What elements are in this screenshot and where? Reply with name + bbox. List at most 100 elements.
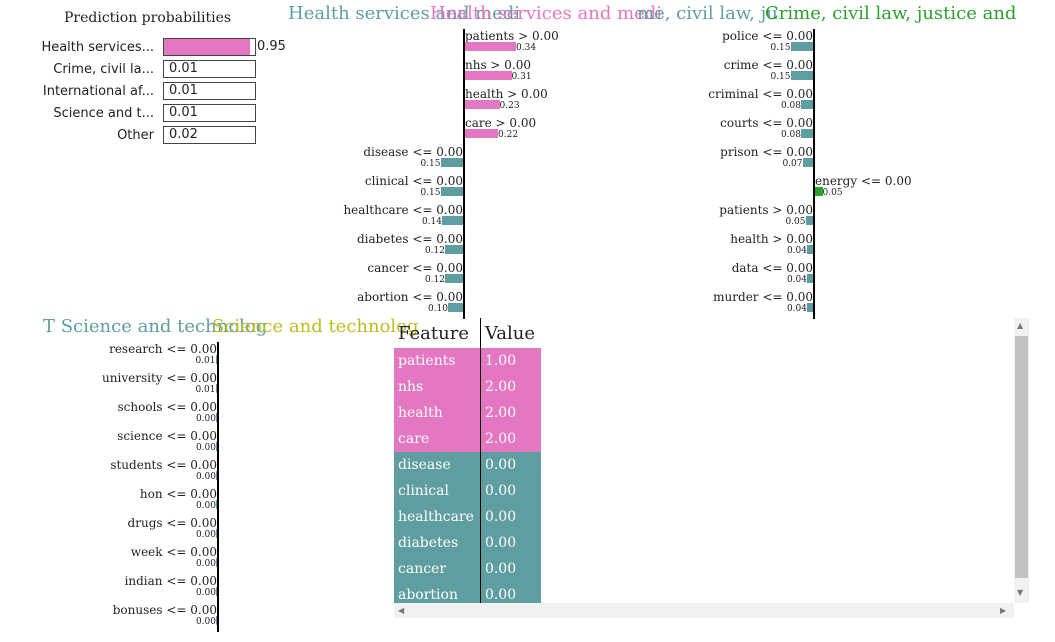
- probability-value: 0.01: [169, 83, 198, 98]
- probability-bar: [163, 126, 256, 144]
- probability-row: Health services... 0.95: [0, 38, 300, 58]
- feature-weight: 0.34: [516, 43, 537, 53]
- feature-label: health > 0.00: [465, 87, 548, 101]
- scroll-left-arrow-icon[interactable]: ◀: [398, 606, 405, 615]
- table-cell-feature: abortion: [398, 587, 458, 603]
- vertical-scrollbar[interactable]: ▲ ▼: [1014, 318, 1029, 603]
- feature-bar: [801, 129, 813, 138]
- feature-bar: [440, 187, 463, 196]
- feature-bar: [807, 274, 813, 283]
- table-cell-feature: healthcare: [398, 509, 474, 525]
- feature-bar: [445, 245, 463, 254]
- feature-weight: 0.22: [498, 130, 519, 140]
- probability-label: Health services...: [41, 40, 154, 55]
- feature-bar: [805, 216, 813, 225]
- feature-weight: 0.00: [195, 443, 216, 453]
- feature-label: university <= 0.00: [102, 371, 217, 385]
- feature-bar: [465, 100, 500, 109]
- probability-row: International af... 0.01: [0, 82, 300, 102]
- probability-label: International af...: [42, 84, 154, 99]
- feature-weight: 0.15: [420, 159, 441, 169]
- table-cell-value: 1.00: [479, 348, 542, 374]
- feature-weight: 0.00: [195, 617, 216, 627]
- feature-label: murder <= 0.00: [713, 290, 813, 304]
- table-cell-value: 2.00: [479, 374, 542, 400]
- table-header-value: Value: [479, 318, 542, 348]
- probability-value: 0.95: [257, 39, 286, 54]
- feature-weight: 0.07: [782, 159, 803, 169]
- probability-row: Crime, civil la...0.01: [0, 60, 300, 80]
- probability-value: 0.01: [169, 105, 198, 120]
- probability-bar: [163, 82, 256, 100]
- feature-bar: [801, 100, 813, 109]
- feature-label: courts <= 0.00: [720, 116, 813, 130]
- probability-bar: [163, 60, 256, 78]
- feature-label: clinical <= 0.00: [364, 174, 463, 188]
- feature-bar: [216, 616, 217, 625]
- feature-bar: [216, 558, 217, 567]
- feature-label: week <= 0.00: [130, 545, 217, 559]
- feature-bar: [465, 129, 498, 138]
- scroll-down-arrow-icon[interactable]: ▼: [1017, 588, 1024, 597]
- feature-weight: 0.23: [499, 101, 520, 111]
- table-cell-feature: disease: [398, 457, 451, 473]
- table-cell-feature: diabetes: [398, 535, 459, 551]
- feature-weight: 0.00: [195, 588, 216, 598]
- table-cell-feature: health: [398, 405, 443, 421]
- probability-bar-fill: [164, 105, 165, 121]
- horizontal-scrollbar[interactable]: ◀ ▶: [394, 603, 1014, 618]
- scroll-up-arrow-icon[interactable]: ▲: [1017, 321, 1024, 330]
- feature-bar: [790, 71, 813, 80]
- vertical-scrollbar-thumb[interactable]: [1015, 336, 1028, 578]
- probability-row: Science and t...0.01: [0, 104, 300, 124]
- feature-label: bonuses <= 0.00: [112, 603, 217, 617]
- table-cell-feature: nhs: [398, 379, 424, 395]
- feature-label: science <= 0.00: [117, 429, 217, 443]
- feature-weight: 0.04: [786, 275, 807, 285]
- feature-bar: [216, 587, 217, 596]
- scroll-right-arrow-icon[interactable]: ▶: [1000, 606, 1007, 615]
- feature-bar: [465, 42, 516, 51]
- feature-bar: [807, 245, 813, 254]
- feature-bar: [215, 384, 217, 393]
- feature-weight: 0.15: [770, 43, 791, 53]
- table-row: nhs 2.00: [394, 374, 542, 400]
- feature-bar: [442, 216, 463, 225]
- feature-label: energy <= 0.00: [815, 174, 912, 188]
- feature-weight: 0.00: [195, 501, 216, 511]
- probability-bar: [163, 104, 256, 122]
- probability-bar-fill: [164, 83, 165, 99]
- feature-label: prison <= 0.00: [720, 145, 813, 159]
- feature-label: research <= 0.00: [109, 342, 217, 356]
- probability-value: 0.01: [169, 61, 198, 76]
- feature-weight: 0.12: [424, 275, 445, 285]
- feature-bar: [448, 303, 463, 312]
- panel-title-class: Science and technolog: [212, 316, 419, 337]
- probability-value: 0.02: [169, 127, 198, 142]
- feature-label: cancer <= 0.00: [367, 261, 463, 275]
- feature-label: hon <= 0.00: [139, 487, 217, 501]
- feature-weight: 0.15: [420, 188, 441, 198]
- feature-bar: [216, 529, 217, 538]
- feature-bar: [215, 355, 217, 364]
- table-cell-value: 0.00: [479, 556, 542, 582]
- probability-bar-fill: [164, 127, 166, 143]
- table-cell-value: 2.00: [479, 400, 542, 426]
- feature-label: care > 0.00: [465, 116, 537, 130]
- feature-weight: 0.08: [780, 130, 801, 140]
- feature-label: drugs <= 0.00: [127, 516, 217, 530]
- feature-bar: [815, 187, 823, 196]
- table-cell-feature: cancer: [398, 561, 447, 577]
- panel-axis: [217, 342, 219, 632]
- feature-weight: 0.00: [195, 530, 216, 540]
- feature-weight: 0.10: [427, 304, 448, 314]
- table-cell-value: 0.00: [479, 478, 542, 504]
- table-header-feature: Feature: [398, 322, 469, 344]
